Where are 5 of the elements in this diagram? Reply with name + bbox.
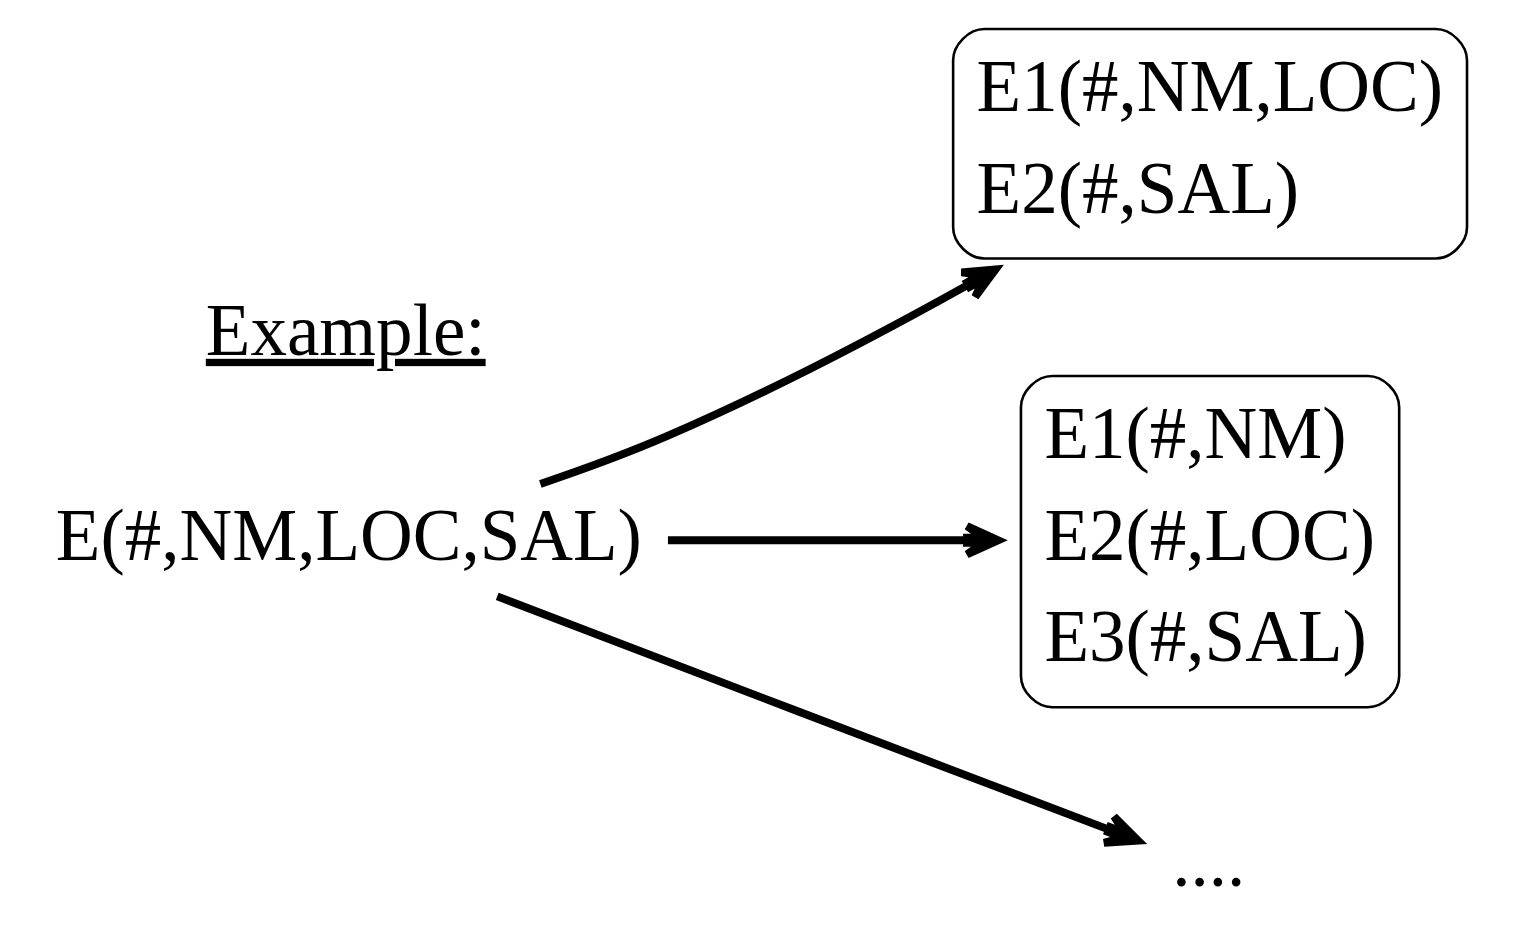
node-box: E1(#,NM,LOC) E2(#,SAL) — [951, 27, 1469, 260]
label: Example: — [205, 289, 486, 371]
node-text: E(#,NM,LOC,SAL) — [55, 494, 642, 576]
node-box: E1(#,NM) E2(#,LOC) E3(#,SAL) — [1019, 374, 1401, 709]
node-text: .... — [1172, 820, 1246, 902]
